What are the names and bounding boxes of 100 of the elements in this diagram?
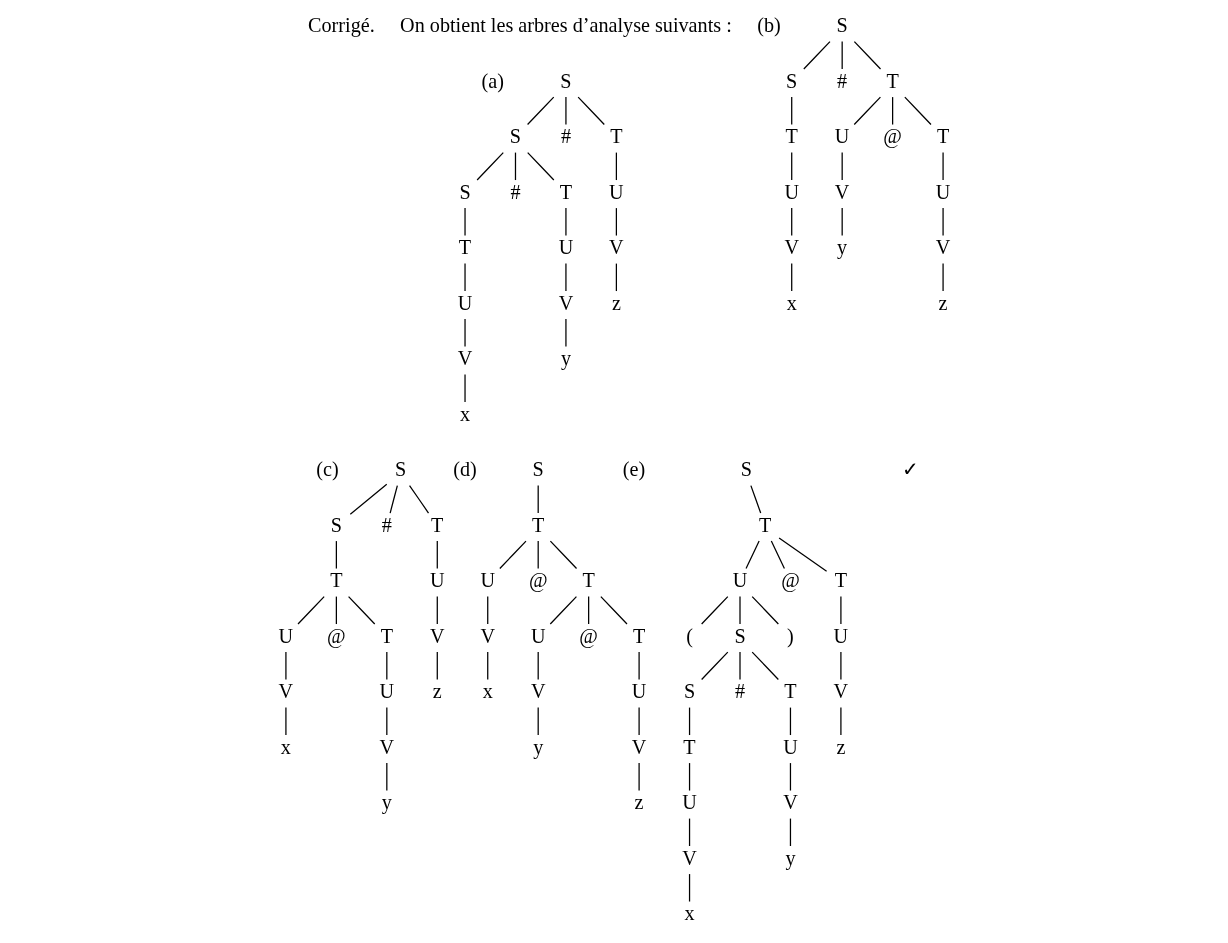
connector (526, 151, 554, 181)
node-text: @ (578, 624, 598, 647)
node-text: T (430, 513, 443, 536)
connector (463, 318, 466, 348)
node-text: U (429, 569, 445, 592)
connector (751, 595, 779, 625)
connector (615, 207, 617, 237)
node-text: y (532, 735, 543, 758)
node-text: @ (326, 624, 346, 647)
connector (408, 484, 429, 514)
connector (564, 262, 567, 292)
connector (790, 262, 792, 292)
connector (436, 651, 438, 681)
node-text: T (380, 624, 393, 647)
node-text: y (560, 347, 571, 370)
connector (637, 706, 640, 736)
node-text: T (329, 569, 343, 592)
connector (564, 318, 567, 348)
node-text: U (834, 125, 849, 148)
connector (385, 762, 387, 792)
connector (599, 595, 628, 625)
node-text: U (833, 624, 848, 647)
connector (789, 706, 791, 736)
node-text: x (482, 680, 493, 703)
node-text: # (560, 125, 571, 148)
connector (537, 484, 539, 514)
node-text: U (379, 680, 394, 703)
node-text: z (835, 735, 845, 758)
connector (615, 151, 617, 181)
connector (853, 40, 881, 70)
node-text: S (330, 513, 342, 536)
node-text: U (479, 569, 495, 592)
connector (841, 151, 843, 181)
node-text: T (936, 125, 949, 148)
node-text: T (783, 680, 797, 703)
node-text: V (631, 735, 646, 758)
node-text: S (785, 69, 797, 92)
connector (347, 595, 375, 625)
connector (537, 651, 539, 681)
node-text: @ (882, 125, 902, 148)
connector (385, 706, 387, 736)
connector (751, 651, 779, 681)
node-text: V (681, 846, 697, 869)
connector (778, 537, 827, 572)
node-text: V (935, 236, 950, 259)
label: ✓ (901, 458, 919, 481)
node-text: V (834, 180, 849, 203)
connector (789, 762, 791, 792)
connector (385, 651, 387, 681)
node-text: # (734, 680, 745, 703)
node-text: T (834, 569, 847, 592)
connector (436, 595, 438, 625)
connector (537, 540, 539, 570)
connector (790, 151, 792, 181)
connector (790, 96, 792, 126)
connector (476, 151, 504, 181)
node-text: U (782, 735, 798, 758)
node-text: U (681, 791, 697, 814)
connector (296, 595, 325, 625)
node-text: ( (685, 624, 693, 647)
connector (700, 651, 728, 681)
node-text: V (783, 236, 799, 259)
node-text: U (631, 680, 646, 703)
connector (688, 817, 690, 847)
connector (335, 540, 337, 570)
node-text: y (381, 791, 392, 814)
connector (839, 706, 842, 736)
node-text: x (459, 402, 470, 425)
node-text: U (732, 569, 747, 592)
connector (770, 540, 785, 570)
node-text: T (531, 513, 544, 536)
connector (577, 96, 605, 126)
node-text: z (938, 291, 948, 314)
connector (349, 483, 387, 515)
node-text: T (559, 180, 572, 203)
connector (564, 96, 567, 126)
connector (486, 595, 488, 625)
connector (549, 595, 577, 625)
connector (463, 207, 466, 237)
connector (615, 262, 617, 292)
node-text: V (558, 291, 573, 314)
node-text: ) (786, 624, 794, 647)
node-text: T (609, 125, 623, 148)
connector (537, 706, 539, 736)
connector (389, 484, 398, 514)
connector (436, 540, 438, 570)
node-text: U (608, 180, 624, 203)
node-text: S (509, 125, 521, 148)
connector (749, 484, 761, 514)
connector (891, 96, 893, 126)
connector (637, 762, 640, 792)
node-text: U (530, 624, 545, 647)
connector (284, 706, 287, 736)
connector (941, 151, 944, 181)
connector (564, 207, 567, 237)
connector (839, 595, 842, 625)
connector (335, 595, 337, 625)
label: (c) (315, 458, 339, 481)
node-text: z (611, 291, 621, 314)
connector (463, 373, 466, 403)
